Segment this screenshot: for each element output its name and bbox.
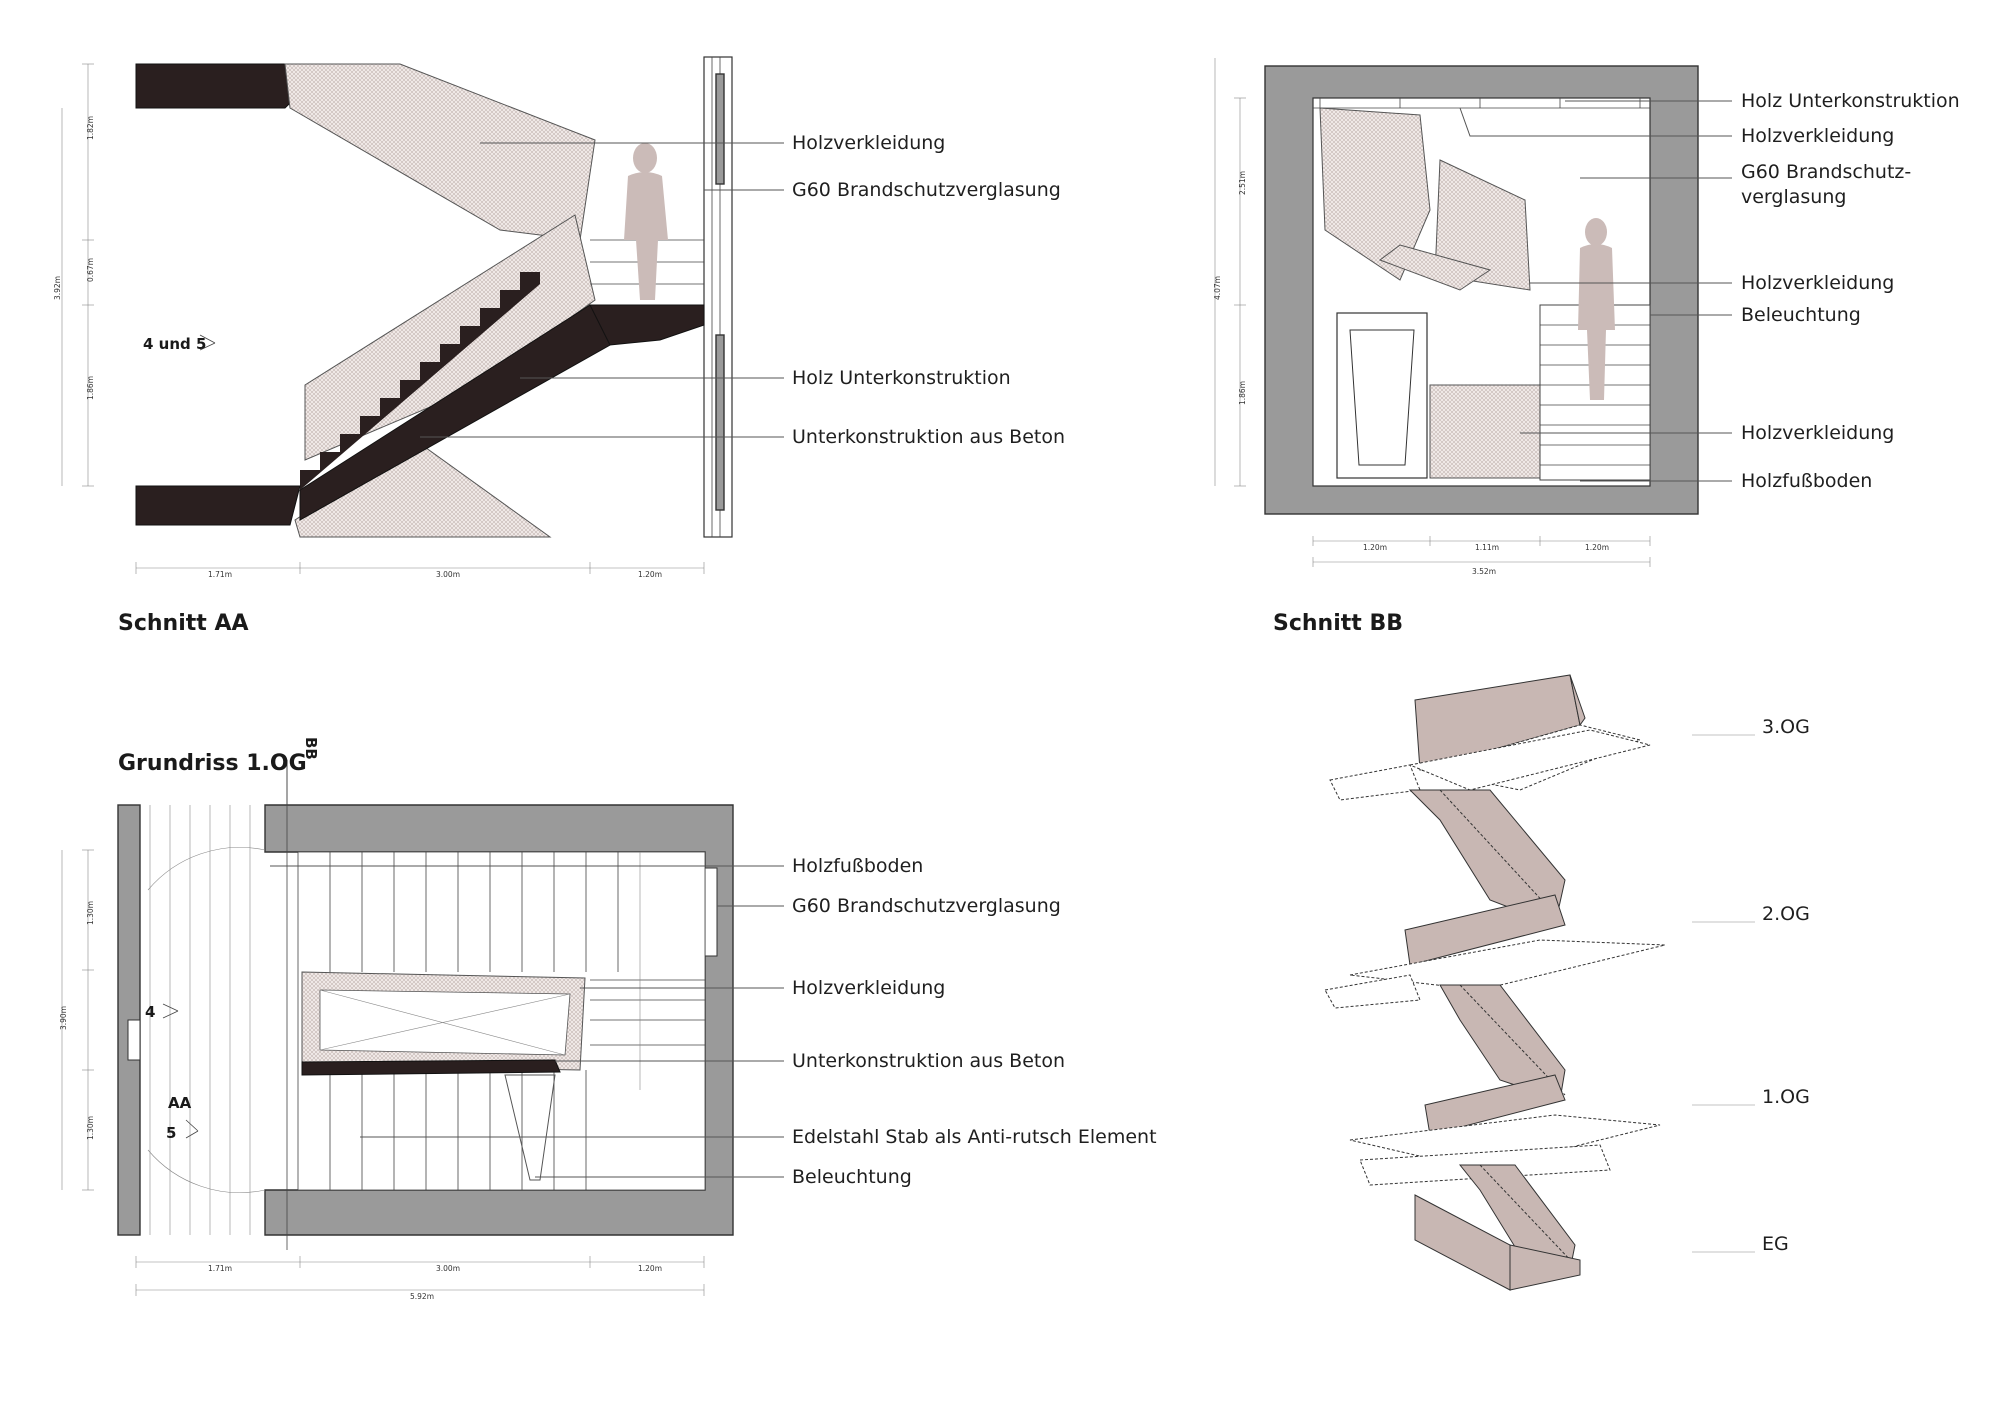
section-aa-title: Schnitt AA: [118, 611, 249, 636]
bb-dim-h-total: 3.52m: [1472, 567, 1496, 576]
plan-marker-5: 5: [166, 1124, 176, 1142]
bb-dim-h-3: 1.20m: [1585, 543, 1609, 552]
bottom-slab: [135, 485, 301, 526]
bb-label-holzfussboden: Holzfußboden: [1741, 470, 1872, 492]
human-figure-aa: [624, 143, 668, 300]
bb-dim-h-1: 1.20m: [1363, 543, 1387, 552]
aa-label-holz-unterkonstruktion: Holz Unterkonstruktion: [792, 367, 1011, 389]
bb-dim-h-2: 1.11m: [1475, 543, 1499, 552]
plan-dim-h-1: 1.71m: [208, 1264, 232, 1273]
axonometric-drawing: [1324, 674, 1666, 1291]
plan-dim-h-2: 3.00m: [436, 1264, 460, 1273]
aa-label-beton: Unterkonstruktion aus Beton: [792, 426, 1065, 448]
top-slab: [135, 63, 332, 109]
axo-level-3og: 3.OG: [1762, 716, 1810, 738]
section-aa-drawing: [61, 56, 733, 574]
bb-label-holz-unterkonstruktion: Holz Unterkonstruktion: [1741, 90, 1960, 112]
axo-level-2og: 2.OG: [1762, 903, 1810, 925]
concrete-flight: [299, 304, 611, 521]
plan-title: Grundriss 1.OG: [118, 751, 307, 776]
plan-label-beleuchtung: Beleuchtung: [792, 1166, 912, 1188]
section-aa-marker: 4 und 5: [143, 335, 206, 353]
plan-marker-aa: AA: [168, 1094, 192, 1112]
plan-dim-v-total: 3.90m: [59, 1006, 68, 1030]
aa-dim-v-total: 3.92m: [53, 276, 62, 300]
aa-dim-h-2: 3.00m: [436, 570, 460, 579]
bb-label-beleuchtung: Beleuchtung: [1741, 304, 1861, 326]
bb-lower-cladding: [1429, 384, 1541, 479]
aa-label-brandschutzverglasung: G60 Brandschutzverglasung: [792, 179, 1061, 201]
bb-dim-v-total: 4.07m: [1213, 276, 1222, 300]
bb-label-holzverkleidung-1: Holzverkleidung: [1741, 125, 1894, 147]
bb-label-holzverkleidung-3: Holzverkleidung: [1741, 422, 1894, 444]
plan-dim-h-3: 1.20m: [638, 1264, 662, 1273]
bb-label-brandschutz-2: verglasung: [1741, 186, 1846, 208]
plan-label-edelstahl: Edelstahl Stab als Anti-rutsch Element: [792, 1126, 1157, 1148]
axo-level-eg: EG: [1762, 1233, 1789, 1255]
plan-marker-4: 4: [145, 1003, 155, 1021]
aa-dim-h-1: 1.71m: [208, 570, 232, 579]
aa-dim-v-1: 1.82m: [86, 116, 95, 140]
aa-dim-v-2: 0.67m: [86, 258, 95, 282]
upper-cladding: [284, 63, 596, 241]
plan-label-holzverkleidung: Holzverkleidung: [792, 977, 945, 999]
aa-dim-h-3: 1.20m: [638, 570, 662, 579]
plan-label-brandschutzverglasung: G60 Brandschutzverglasung: [792, 895, 1061, 917]
section-bb-title: Schnitt BB: [1273, 611, 1403, 636]
plan-dim-v-2: 1.30m: [86, 1116, 95, 1140]
bb-label-brandschutz-1: G60 Brandschutz-: [1741, 161, 1911, 183]
bb-dim-v-2: 1.86m: [1238, 381, 1247, 405]
bb-dim-v-1: 2.51m: [1238, 171, 1247, 195]
plan-marker-bb: BB: [302, 737, 320, 760]
plan-dim-v-1: 1.30m: [86, 901, 95, 925]
bb-door: [1336, 312, 1428, 479]
plan-label-beton: Unterkonstruktion aus Beton: [792, 1050, 1065, 1072]
plan-drawing: [61, 760, 734, 1296]
plan-label-holzfussboden: Holzfußboden: [792, 855, 923, 877]
plan-concrete-edge: [301, 1059, 561, 1076]
aa-dim-v-3: 1.86m: [86, 376, 95, 400]
plan-dim-h-total: 5.92m: [410, 1292, 434, 1301]
stair-steps: [300, 254, 540, 490]
aa-label-holzverkleidung: Holzverkleidung: [792, 132, 945, 154]
section-bb-drawing: [1214, 58, 1699, 567]
axo-level-1og: 1.OG: [1762, 1086, 1810, 1108]
bb-label-holzverkleidung-2: Holzverkleidung: [1741, 272, 1894, 294]
